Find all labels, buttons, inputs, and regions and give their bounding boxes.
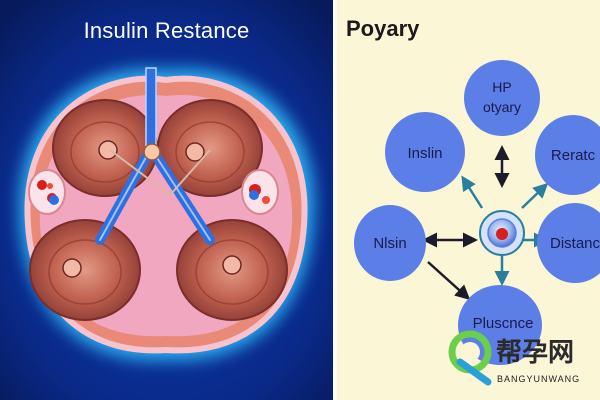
vessel-highlight (99, 149, 151, 241)
node-label: Nlsin (373, 235, 406, 252)
node-label: Inslin (407, 145, 442, 162)
node-label: otyary (483, 99, 521, 115)
watermark-logo-icon (448, 330, 492, 386)
fiber-strands (109, 149, 211, 197)
node-distanc: Distanc (537, 203, 600, 283)
central-cell (479, 210, 525, 256)
vessel-highlight (151, 149, 211, 241)
follicle (185, 142, 205, 162)
left-title: Insulin Restance (83, 18, 250, 43)
lobe-ring (195, 239, 269, 305)
node-reratc: Reratc (535, 115, 600, 195)
lobe-ring (175, 121, 245, 183)
arrow-insulin (461, 175, 484, 209)
left-illustration (0, 0, 334, 400)
central-vessel (145, 67, 157, 149)
blue-marker (249, 190, 259, 200)
follicle (222, 255, 242, 275)
node-label: HP (492, 79, 511, 95)
watermark-latin: BANGYUNWANG (497, 374, 581, 384)
follicle (98, 140, 118, 160)
node-hp: HP otyary (464, 60, 540, 136)
node-label: Distanc (550, 235, 600, 252)
lobe-ring (48, 239, 122, 305)
right-title: Poyary (346, 16, 420, 41)
arrow-pluscnce-dark (427, 261, 471, 301)
node-nsin: Nlsin (354, 205, 426, 281)
watermark-chinese: 帮孕网 (496, 338, 575, 368)
lobe-bottom-left (29, 219, 141, 321)
node-insulin: Inslin (385, 112, 465, 192)
node-label: Reratc (551, 147, 596, 164)
lobe-ring (70, 121, 140, 183)
node-pluscnce: Pluscnce (458, 285, 542, 365)
junction-node (143, 143, 161, 161)
red-cells-left (28, 169, 66, 215)
red-cells-right (241, 169, 279, 215)
node-label: Pluscnce (473, 315, 534, 332)
panel-divider (333, 0, 337, 400)
blue-marker (49, 195, 59, 205)
follicle (62, 258, 82, 278)
arrow-reratc (521, 182, 549, 209)
